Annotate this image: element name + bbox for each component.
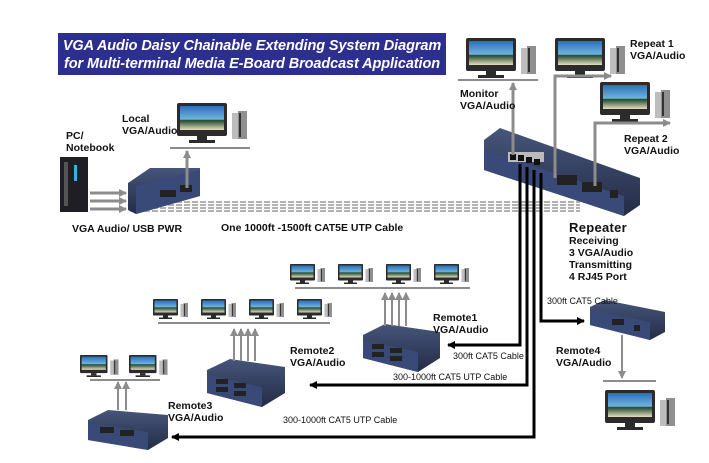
remote2-cable-label: 300-1000ft CAT5 UTP Cable <box>393 372 508 382</box>
remote4-device-icon <box>590 300 665 340</box>
remote4-display-icon <box>605 390 675 430</box>
remote3-cable-label: 300-1000ft CAT5 UTP Cable <box>283 415 398 425</box>
title-line-2: for Multi-terminal Media E-Board Broadca… <box>64 56 440 72</box>
repeat2-display-icon <box>600 82 670 122</box>
repeat2-label: Repeat 2 VGA/Audio <box>624 133 680 157</box>
cable-to-remote4 <box>539 173 585 325</box>
remote1-displays <box>290 264 469 284</box>
remote2-displays <box>153 299 332 319</box>
pc-input-cable-label: VGA Audio/ USB PWR <box>72 223 183 235</box>
remote1-outputs <box>381 292 410 326</box>
remote3-outputs <box>114 381 130 410</box>
remote2-device-icon <box>207 359 285 407</box>
remote3-displays <box>80 355 168 377</box>
local-monitor-icon <box>177 103 247 143</box>
repeater-label: Repeater Receiving 3 VGA/Audio Transmitt… <box>569 220 634 283</box>
main-cable-label: One 1000ft -1500ft CAT5E UTP Cable <box>221 222 404 234</box>
main-cable <box>130 200 580 212</box>
repeat1-label: Repeat 1 VGA/Audio <box>630 38 686 62</box>
pc-input-arrows <box>90 189 127 213</box>
title-line-1: VGA Audio Daisy Chainable Extending Syst… <box>62 38 442 54</box>
repeater-title: Repeater <box>569 220 628 235</box>
repeat2-link <box>593 119 671 186</box>
repeat1-display-icon <box>555 38 625 78</box>
local-sender-device-icon <box>128 168 200 214</box>
remote1-cable-label: 300ft CAT5 Cable <box>453 351 524 361</box>
pc-tower-icon <box>60 157 88 212</box>
cable-to-remote1 <box>447 164 522 349</box>
repeat1-link <box>553 72 612 178</box>
remote4-label: Remote4 VGA/Audio <box>556 345 612 369</box>
monitor-label: Monitor VGA/Audio <box>460 88 516 112</box>
pc-label: PC/ Notebook <box>66 130 115 154</box>
title-banner: VGA Audio Daisy Chainable Extending Syst… <box>58 33 446 75</box>
remote4-cable-label: 300ft CAT5 Cable <box>547 296 618 306</box>
remote3-label: Remote3 VGA/Audio <box>168 400 224 424</box>
remote2-outputs <box>230 328 259 361</box>
local-label: Local VGA/Audio <box>122 113 178 137</box>
monitor-display-icon <box>466 38 536 78</box>
cable-to-remote2 <box>309 167 529 389</box>
remote1-device-icon <box>363 324 440 372</box>
remote1-label: Remote1 VGA/Audio <box>433 312 489 336</box>
remote2-label: Remote2 VGA/Audio <box>290 345 346 369</box>
cable-to-remote3 <box>171 170 536 441</box>
remote3-device-icon <box>88 410 168 450</box>
